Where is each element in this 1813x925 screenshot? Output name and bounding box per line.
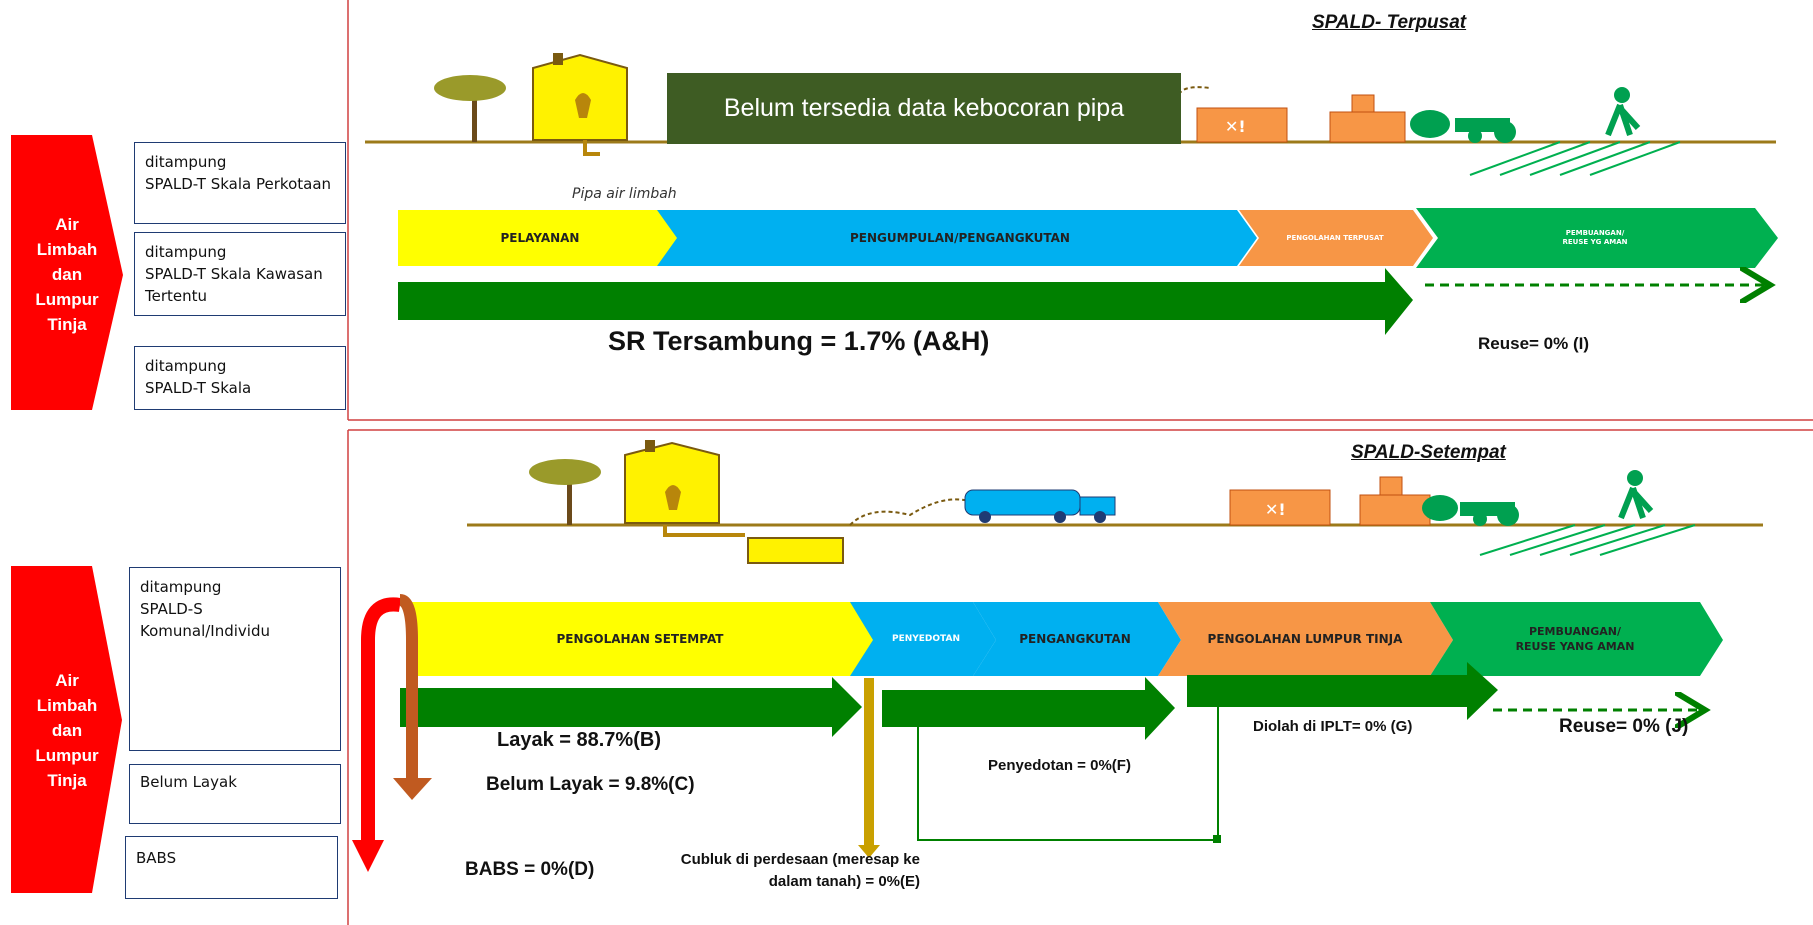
panel-frames — [347, 0, 1813, 925]
seg-label-pengolahan-setempat: PENGOLAHAN SETEMPAT — [556, 632, 724, 646]
iplt-flow-arrow — [1187, 662, 1498, 720]
pipe-label: Pipa air limbah — [572, 186, 677, 202]
segment-pengolahan-terpusat — [1239, 210, 1433, 266]
seg-label-pengangkutan: PENGANGKUTAN — [1019, 632, 1131, 646]
top-box-perkotaan: ditampung SPALD-T Skala Perkotaan — [134, 142, 346, 224]
cubluk-arrow — [858, 845, 880, 858]
top-illustration: ✕! — [365, 53, 1776, 176]
segment-pelayanan — [398, 210, 687, 266]
layak-text: Layak = 88.7%(B) — [497, 729, 661, 751]
babs-red-arrow — [361, 597, 402, 842]
top-box-kawasan: ditampung SPALD-T Skala Kawasan Tertentu — [134, 232, 346, 316]
seg-label-pengumpulan: PENGUMPULAN/PENGANGKUTAN — [850, 231, 1070, 245]
bottom-red-label: Air Limbah dan Lumpur Tinja — [35, 671, 99, 790]
bottom-process-band — [412, 602, 1723, 676]
diolah-iplt-text: Diolah di IPLT= 0% (G) — [1253, 718, 1413, 735]
bottom-reuse-text: Reuse= 0% (J) — [1559, 716, 1689, 737]
segment-pengangkutan — [973, 602, 1181, 676]
sr-tersambung-text: SR Tersambung = 1.7% (A&H) — [608, 326, 990, 356]
sr-flow-arrow — [398, 268, 1413, 335]
seg-label-pembuangan: PEMBUANGAN/ REUSE YG AMAN — [1562, 229, 1628, 246]
seg-label-pengolahan-lumpur: PENGOLAHAN LUMPUR TINJA — [1207, 632, 1403, 646]
bottom-box-babs: BABS — [125, 836, 338, 899]
segment-pengumpulan — [657, 210, 1257, 266]
red-arrow-top — [11, 135, 123, 410]
banner-text: Belum tersedia data kebocoran pipa — [723, 94, 1125, 122]
top-process-band — [398, 208, 1778, 268]
penyedotan-flow-arrow — [882, 677, 1175, 740]
belum-layak-brown-arrow — [398, 594, 418, 780]
svg-text:✕!: ✕! — [1265, 500, 1286, 519]
top-red-label: Air Limbah dan Lumpur Tinja — [35, 215, 99, 334]
top-reuse-text: Reuse= 0% (I) — [1478, 334, 1590, 353]
bottom-panel-title: SPALD-Setempat — [1351, 442, 1506, 463]
seg-label-pengolahan-terpusat: PENGOLAHAN TERPUSAT — [1286, 234, 1384, 242]
svg-text:✕!: ✕! — [1225, 117, 1246, 136]
layak-flow-arrow — [400, 677, 862, 737]
segment-pembuangan — [1416, 208, 1778, 268]
bottom-illustration: ✕! — [467, 440, 1763, 564]
cubluk-text: Cubluk di perdesaan (meresap ke dalam ta… — [680, 851, 920, 890]
babs-text: BABS = 0%(D) — [465, 859, 595, 880]
bottom-box-spald-s: ditampung SPALD-S Komunal/Individu — [129, 567, 341, 751]
segment-penyedotan — [850, 602, 996, 676]
segment-pengolahan-setempat — [412, 602, 875, 676]
seg-label-pelayanan: PELAYANAN — [500, 231, 580, 245]
red-arrow-bottom — [11, 566, 122, 893]
seg-label-pembuangan-aman: PEMBUANGAN/ REUSE YANG AMAN — [1515, 625, 1635, 653]
penyedotan-text: Penyedotan = 0%(F) — [988, 757, 1131, 774]
no-leak-data-banner — [667, 73, 1181, 144]
top-box-skala: ditampung SPALD-T Skala — [134, 346, 346, 410]
top-panel-title: SPALD- Terpusat — [1312, 12, 1467, 33]
bottom-box-belum-layak: Belum Layak — [129, 764, 341, 824]
seg-label-penyedotan: PENYEDOTAN — [891, 634, 960, 644]
belum-layak-text: Belum Layak = 9.8%(C) — [486, 774, 695, 795]
segment-pengolahan-lumpur — [1158, 602, 1453, 676]
segment-pembuangan-aman — [1430, 602, 1723, 676]
